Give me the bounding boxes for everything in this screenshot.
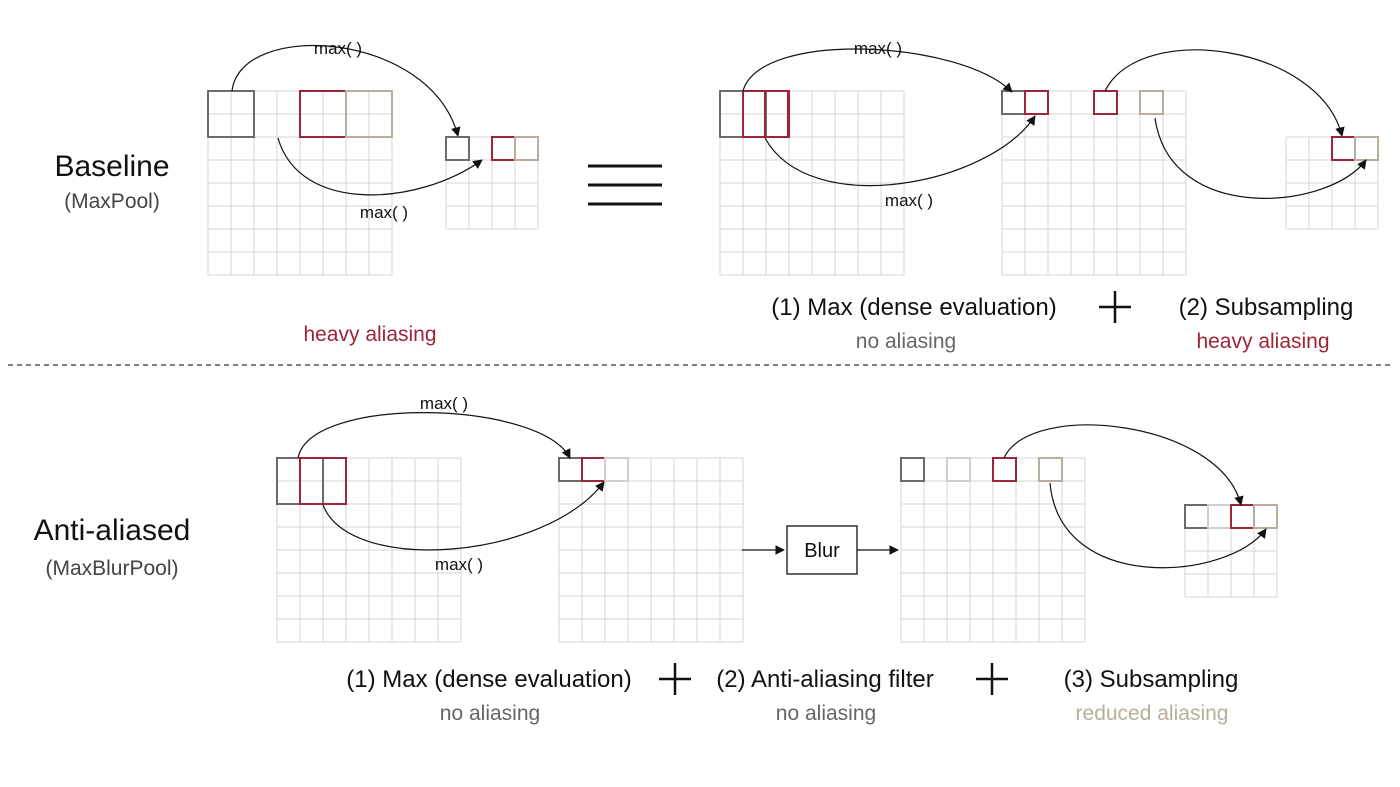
aa-blur-cell-5 <box>992 457 1017 482</box>
aa-blur-cell-7 <box>1038 457 1063 482</box>
plus-icon-baseline <box>1099 291 1131 323</box>
grid-layer <box>207 90 1379 643</box>
dense-cell-2 <box>1024 90 1049 115</box>
grid-dense-input <box>719 90 905 276</box>
baseline-step2-note: heavy aliasing <box>1196 330 1329 353</box>
blur-box <box>786 525 858 575</box>
op-label-dense-bottom: max( ) <box>885 191 933 210</box>
row-subtitle-antialiased: (MaxBlurPool) <box>45 557 178 580</box>
aa-dense-cell-2 <box>581 457 606 482</box>
arrow-baseline-max-bottom <box>277 137 483 196</box>
aa-step1-caption: (1) Max (dense evaluation) <box>346 666 631 693</box>
plus-icon-antialiased-1 <box>659 663 691 695</box>
plus-icon-antialiased-2 <box>976 663 1008 695</box>
aa-sub-cell-4 <box>1253 504 1278 529</box>
grid-aa-blurred <box>900 457 1086 643</box>
aa-sub-cell-2 <box>1207 504 1232 529</box>
arrow-dense-max-bottom <box>764 115 1036 187</box>
out-baseline-1 <box>445 136 470 161</box>
row-title-antialiased: Anti-aliased <box>34 514 191 547</box>
baseline-step1-note: no aliasing <box>856 330 956 353</box>
arrow-subsample-top <box>1104 49 1345 137</box>
arrow-layer <box>231 45 1367 569</box>
window-dense-3 <box>764 90 789 138</box>
baseline-aliasing-note: heavy aliasing <box>303 323 436 346</box>
arrow-aa-subsample-top <box>1003 424 1244 506</box>
arrow-aa-max-bottom <box>322 481 605 551</box>
window-aa-2 <box>299 457 347 505</box>
window-baseline-4 <box>345 90 393 138</box>
aa-step3-note: reduced aliasing <box>1076 702 1229 725</box>
row-title-baseline: Baseline <box>54 150 169 183</box>
op-label-aa-top: max( ) <box>420 394 468 413</box>
dense-cell-7 <box>1139 90 1164 115</box>
sub-cell-3 <box>1331 136 1356 161</box>
aa-dense-cell-1 <box>558 457 583 482</box>
op-label-baseline-bottom: max( ) <box>360 203 408 222</box>
aa-step3-caption: (3) Subsampling <box>1064 666 1239 693</box>
grid-dense-output <box>1001 90 1187 276</box>
dense-cell-1 <box>1001 90 1026 115</box>
aa-step1-note: no aliasing <box>440 702 540 725</box>
blur-label: Blur <box>804 540 840 562</box>
equivalence-icon <box>588 164 662 206</box>
arrow-aa-max-top <box>297 412 571 459</box>
aa-blur-cell-3 <box>946 457 971 482</box>
dense-cell-5 <box>1093 90 1118 115</box>
aa-sub-cell-3 <box>1230 504 1255 529</box>
op-label-dense-top: max( ) <box>854 39 902 58</box>
out-baseline-4 <box>514 136 539 161</box>
grid-aa-dense-output <box>558 457 744 643</box>
arrow-baseline-max-top <box>231 45 461 137</box>
op-label-baseline-top: max( ) <box>314 39 362 58</box>
out-baseline-3 <box>491 136 516 161</box>
aa-step2-caption: (2) Anti-aliasing filter <box>716 666 933 693</box>
aa-dense-cell-3 <box>604 457 629 482</box>
window-baseline-1 <box>207 90 255 138</box>
arrow-dense-max-top <box>742 48 1013 93</box>
sub-cell-4 <box>1354 136 1379 161</box>
aa-step2-note: no aliasing <box>776 702 876 725</box>
row-subtitle-baseline: (MaxPool) <box>64 190 160 213</box>
baseline-step2-caption: (2) Subsampling <box>1179 294 1354 321</box>
highlight-layer <box>207 90 1379 529</box>
aa-blur-cell-1 <box>900 457 925 482</box>
aa-sub-cell-1 <box>1184 504 1209 529</box>
arrow-subsample-bottom <box>1154 117 1367 199</box>
baseline-step1-caption: (1) Max (dense evaluation) <box>771 294 1056 321</box>
op-label-aa-bottom: max( ) <box>435 555 483 574</box>
arrow-aa-subsample-bottom <box>1049 482 1267 569</box>
